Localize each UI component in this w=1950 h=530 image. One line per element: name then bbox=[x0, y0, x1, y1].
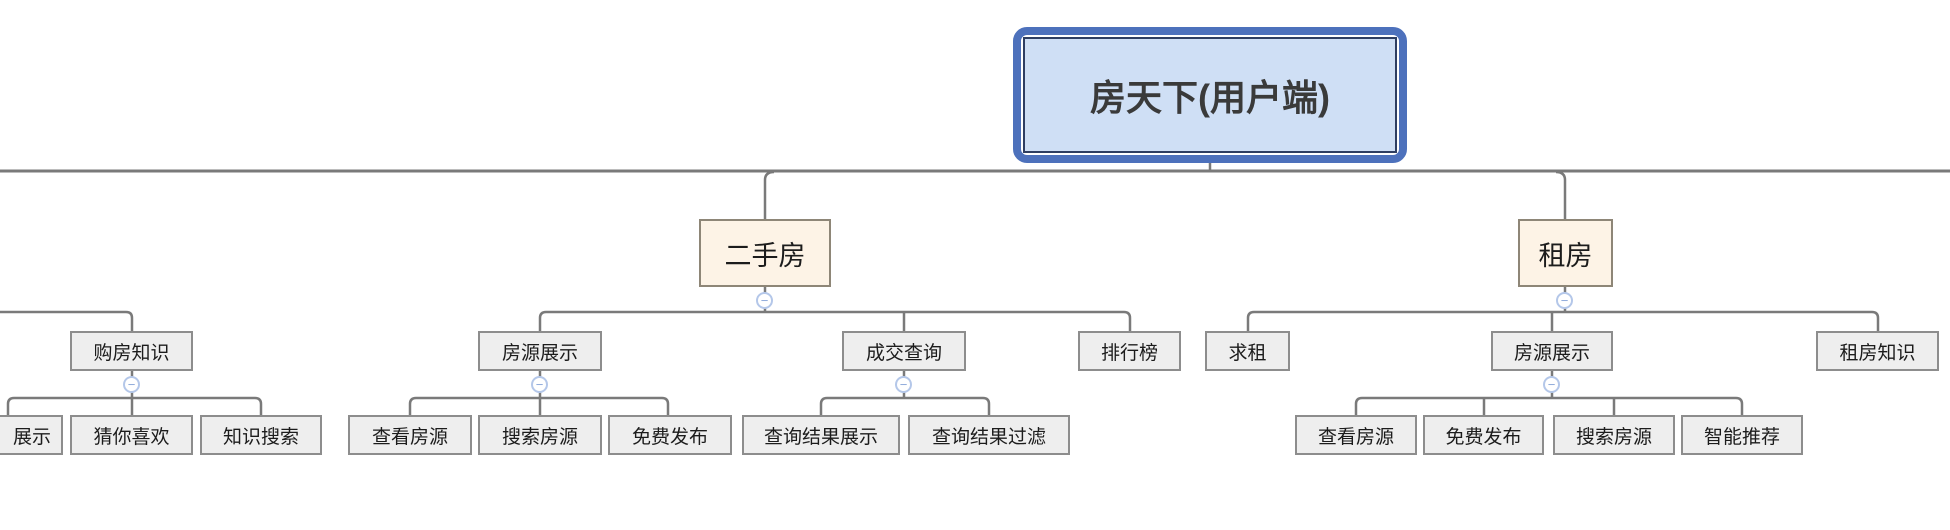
connector-branch-ershoufang bbox=[763, 170, 775, 219]
connector-branch-zufang bbox=[1555, 170, 1567, 219]
node-ershoufang[interactable]: 二手房 bbox=[699, 219, 831, 287]
node-zhanshi-clipped[interactable]: 展示 bbox=[0, 415, 63, 455]
root-topic-label: 房天下(用户端) bbox=[1023, 37, 1397, 153]
root-topic-selected[interactable]: 房天下(用户端) bbox=[1013, 27, 1407, 163]
node-mianfei-fabu-zf[interactable]: 免费发布 bbox=[1423, 415, 1544, 455]
node-paihangbang[interactable]: 排行榜 bbox=[1078, 331, 1181, 371]
node-sousuo-fangyuan-zf[interactable]: 搜索房源 bbox=[1553, 415, 1675, 455]
node-fangyuan-zhanshi-zf[interactable]: 房源展示 bbox=[1491, 331, 1613, 371]
connector-left-partial bbox=[0, 310, 134, 331]
node-cainixihuan[interactable]: 猜你喜欢 bbox=[70, 415, 193, 455]
node-qiuzu[interactable]: 求租 bbox=[1205, 331, 1290, 371]
collapse-icon-fangyuan-zhanshi-zf[interactable]: − bbox=[1543, 376, 1560, 393]
collapse-icon-goufang-zhishi[interactable]: − bbox=[123, 376, 140, 393]
node-chaxun-jieguo-guolv[interactable]: 查询结果过滤 bbox=[908, 415, 1070, 455]
collapse-icon-chengjiao-chaxun[interactable]: − bbox=[895, 376, 912, 393]
node-fangyuan-zhanshi-esf[interactable]: 房源展示 bbox=[478, 331, 602, 371]
node-zhishi-sousuo[interactable]: 知识搜索 bbox=[200, 415, 322, 455]
connector-ershoufang-children bbox=[538, 287, 1132, 331]
collapse-icon-zufang[interactable]: − bbox=[1556, 292, 1573, 309]
node-goufang-zhishi[interactable]: 购房知识 bbox=[70, 331, 193, 371]
node-chakan-fangyuan-zf[interactable]: 查看房源 bbox=[1295, 415, 1417, 455]
node-sousuo-fangyuan-esf[interactable]: 搜索房源 bbox=[478, 415, 602, 455]
node-zufang-zhishi[interactable]: 租房知识 bbox=[1816, 331, 1939, 371]
node-chakan-fangyuan-esf[interactable]: 查看房源 bbox=[348, 415, 472, 455]
node-chengjiao-chaxun[interactable]: 成交查询 bbox=[842, 331, 966, 371]
node-zhineng-tuijian[interactable]: 智能推荐 bbox=[1681, 415, 1803, 455]
node-zufang[interactable]: 租房 bbox=[1518, 219, 1613, 287]
collapse-icon-fangyuan-zhanshi-esf[interactable]: − bbox=[531, 376, 548, 393]
node-mianfei-fabu-esf[interactable]: 免费发布 bbox=[608, 415, 732, 455]
collapse-icon-ershoufang[interactable]: − bbox=[756, 292, 773, 309]
node-chaxun-jieguo-zhanshi[interactable]: 查询结果展示 bbox=[742, 415, 900, 455]
